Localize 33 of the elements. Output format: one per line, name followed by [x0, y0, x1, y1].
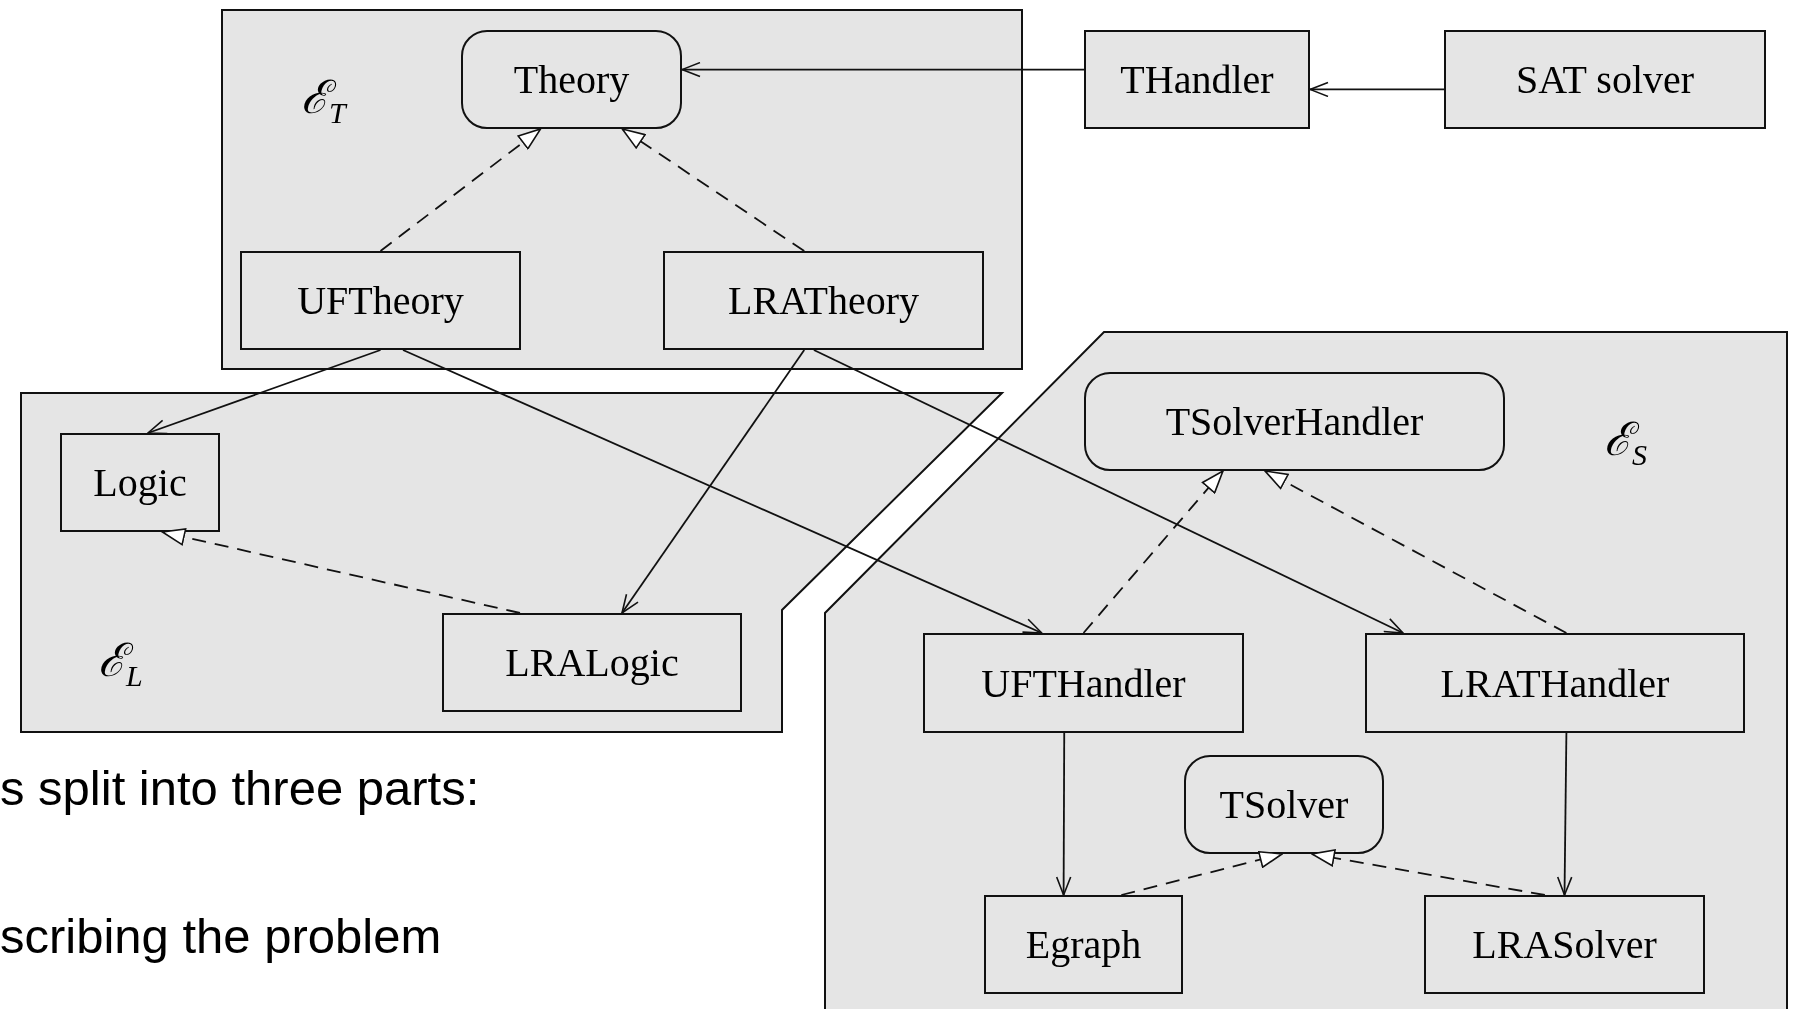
dashed-arrow: [1311, 849, 1546, 896]
class-box: SAT solver: [1444, 30, 1766, 129]
class-box: LRALogic: [442, 613, 742, 712]
arrow: [1055, 732, 1072, 896]
arrow: [1556, 732, 1573, 896]
arrow: [1309, 81, 1445, 98]
arrow: [147, 349, 382, 435]
class-box-rounded: TSolver: [1184, 755, 1384, 854]
arrow: [812, 349, 1404, 634]
dashed-arrow: [379, 128, 542, 252]
dashed-arrow: [621, 128, 806, 252]
class-box: Logic: [60, 433, 220, 532]
dashed-arrow: [1082, 470, 1224, 634]
class-box: THandler: [1084, 30, 1310, 129]
class-box-rounded: TSolverHandler: [1084, 372, 1505, 471]
class-box: UFTheory: [240, 251, 521, 350]
class-box: UFTHandler: [923, 633, 1244, 733]
arrow: [402, 349, 1043, 634]
class-box: LRATHandler: [1365, 633, 1745, 733]
class-box: LRASolver: [1424, 895, 1705, 994]
dashed-arrow: [161, 528, 521, 614]
dashed-arrow: [1120, 850, 1283, 896]
class-box: Egraph: [984, 895, 1183, 994]
text-fragment: scribing the problem: [0, 908, 442, 964]
class-box: LRATheory: [663, 251, 984, 350]
arrow: [681, 61, 1085, 78]
group-label: ℰ$_{S}$: [1604, 413, 1647, 473]
class-box-rounded: Theory: [461, 30, 682, 129]
text-fragment: s split into three parts:: [0, 760, 480, 816]
arrow: [621, 349, 806, 614]
group-label: ℰ$_{L}$: [98, 634, 143, 694]
dashed-arrow: [1264, 470, 1568, 634]
group-label: ℰ$_{T}$: [301, 71, 346, 131]
